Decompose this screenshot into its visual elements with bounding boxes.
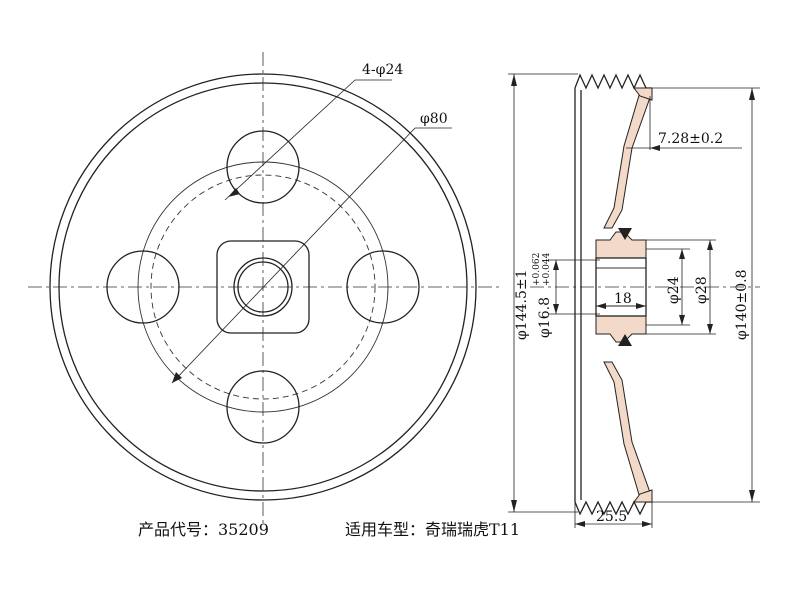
pcd-leader-arrow [172, 372, 182, 383]
web-section-upper [603, 91, 653, 229]
groove-teeth-bottom [574, 500, 652, 516]
dim-hub-outer-arrow-top [707, 240, 713, 250]
dim-bore-arrow-top [553, 260, 559, 270]
pcd-leader-line [171, 127, 416, 384]
dim-hub-inner-arrow-bottom [679, 315, 685, 325]
hub-bore-inner [237, 261, 289, 313]
hub-section-lower [595, 315, 647, 343]
width-label: 25.5 [596, 509, 627, 525]
dim-bore-arrow-bottom [553, 304, 559, 314]
pitch-diameter-label: φ140±0.8 [734, 269, 750, 340]
hole-bottom [226, 370, 300, 444]
hole-leader-arrow [228, 188, 240, 197]
bore-label: φ16.8 [537, 297, 553, 338]
dim-od-arrow-top [511, 74, 517, 86]
hub-bore-left-face [595, 257, 647, 317]
inner-rim-circle [58, 82, 468, 492]
web-section-lower [603, 361, 653, 499]
dim-hub-length-arrow-left [596, 303, 606, 309]
groove-depth-label: 7.28±0.2 [658, 131, 723, 147]
hole-right [346, 250, 420, 324]
front-view: 4-φ24 φ80 [28, 52, 500, 525]
hole-pattern-label: 4-φ24 [362, 62, 403, 78]
web-circle-hidden [150, 174, 376, 400]
outer-rim-circle [49, 73, 477, 501]
dim-hub-length-arrow-right [636, 303, 646, 309]
hub-outer-label: φ28 [694, 276, 710, 304]
rim-section-top [633, 87, 653, 101]
web-circle-outer [137, 161, 389, 413]
bore-tolerance-lower: +0.044 [542, 252, 552, 286]
dim-hub-inner-arrow-top [679, 249, 685, 259]
outer-diameter-label: φ144.5±1 [514, 269, 530, 340]
dim-od-arrow-bottom [511, 500, 517, 512]
hub-inner-label: φ24 [666, 276, 682, 304]
hole-left [106, 250, 180, 324]
hole-top [226, 130, 300, 204]
section-view: φ144.5±1 φ16.8 +0.062 +0.044 18 φ24 φ28 [508, 73, 760, 528]
bore-tolerance-upper: +0.062 [532, 253, 542, 286]
hole-leader-line [224, 79, 356, 201]
dim-width-arrow-left [575, 521, 585, 527]
fillet-bottom [618, 334, 632, 346]
hub-bore-outer [233, 257, 293, 317]
dim-pitch-arrow-bottom [749, 490, 755, 502]
fillet-top [618, 228, 632, 240]
hub-length-label: 18 [614, 291, 632, 307]
pcd-label: φ80 [420, 111, 448, 127]
rim-section-bottom [633, 489, 653, 503]
dim-width-arrow-right [642, 521, 652, 527]
dim-groove-arrow [650, 145, 660, 151]
product-code-caption: 产品代号：35209 [138, 520, 269, 539]
vehicle-model-caption: 适用车型：奇瑞瑞虎T11 [345, 520, 521, 539]
dim-pitch-arrow-top [749, 88, 755, 100]
hub-section-upper [595, 231, 647, 259]
hub-square [216, 240, 310, 334]
dim-hub-outer-arrow-bottom [707, 324, 713, 334]
groove-teeth-top [574, 73, 652, 90]
